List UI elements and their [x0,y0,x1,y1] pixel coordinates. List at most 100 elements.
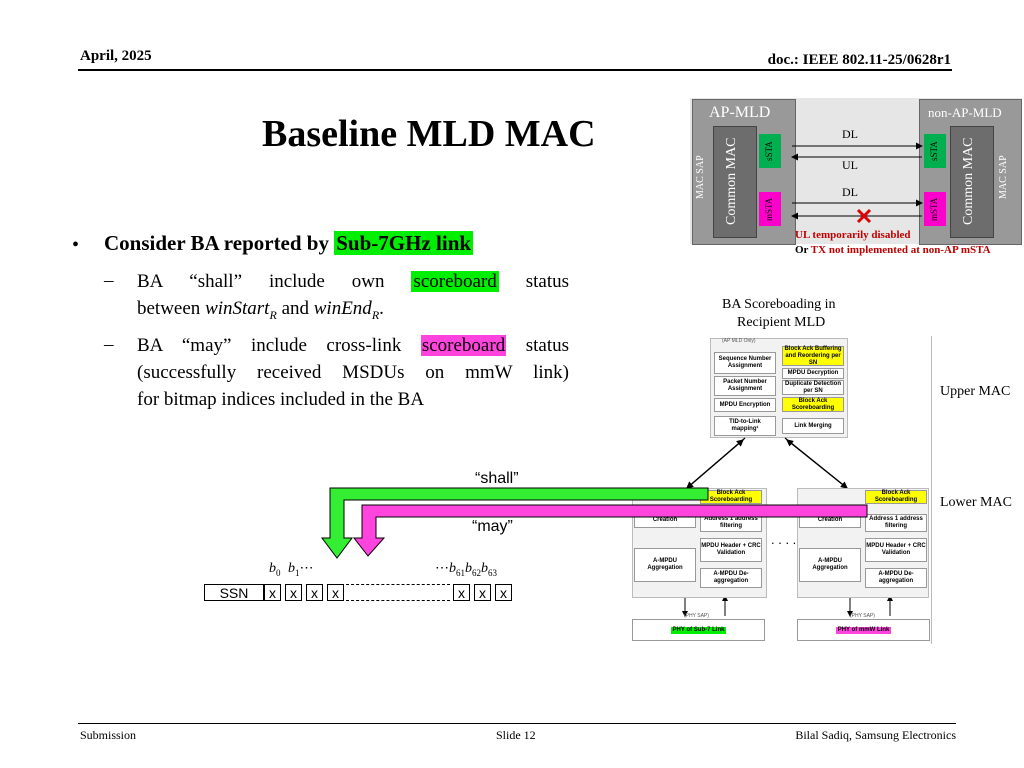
b63: b [481,561,488,576]
bitmap-dots-right: ⋯ [435,561,449,576]
phy-sap-label-2: (PHY SAP) [850,613,875,619]
ap-mld-title: AP-MLD [709,104,771,121]
upper-ba-scoreboarding-block: Block Ack Scoreboarding [782,397,844,412]
sub7-ampdu-aggregation-block: A-MPDU Aggregation [634,548,696,582]
phy-sap-label-1: (PHY SAP) [684,613,709,619]
sub2-text-b: status [506,335,569,356]
shall-label: “shall” [475,470,519,487]
ap-common-mac: Common MAC [713,126,757,238]
phy-mmw-block: PHY of mmW Link [797,619,930,641]
sub-bullet-2-line-1: BA “may” include cross-link scoreboard s… [137,332,569,359]
header-date: April, 2025 [80,48,152,64]
sub7-ba-scoreboarding-block: Block Ack Scoreboarding [700,490,762,504]
b1: b [288,561,295,576]
mld-link-arrows [791,142,923,224]
footer-slide-number: Slide 12 [496,728,536,742]
upper-mac-cut-label: (AP MLD Only) [722,338,756,344]
var-winstart-sub: R [269,307,277,322]
sub2-highlight: scoreboard [420,335,507,356]
scoreboarding-caption-2: Recipient MLD [737,315,826,330]
b63-sub: 63 [488,567,497,578]
sub1-and: and [276,298,314,319]
footer-rule [78,723,956,724]
bullet-highlight: Sub-7GHz link [334,231,474,255]
sub2-text-a: BA “may” include cross-link [137,335,421,356]
ul-disabled-note: UL temporarily disabled [795,229,911,241]
sub1-between: between [137,298,206,319]
bitmap-cell: x [285,584,302,601]
bitmap-dots-left: ⋯ [299,561,314,576]
sub1-highlight: scoreboard [411,271,499,292]
sub1-text-b: status [498,271,569,292]
bullet-prefix: Consider BA reported by [104,231,335,255]
var-winstart: winStart [205,298,270,319]
mmw-ampdu-aggregation-block: A-MPDU Aggregation [799,548,861,582]
mpdu-decryption-block: MPDU Decryption [782,368,844,379]
bitmap-cell: x [264,584,281,601]
bitmap-cell: x [306,584,323,601]
mpdu-encryption-block: MPDU Encryption [714,398,776,412]
upper-mac-label: Upper MAC [940,384,1011,399]
ssn-cell: SSN [204,584,264,601]
sub-bullet-dash: – [104,270,114,291]
footer-submission: Submission [80,728,137,742]
phy-sub7-label: PHY of Sub-7 Link [670,626,727,634]
sub-bullet-1-line-1: BA “shall” include own scoreboard status [137,268,569,295]
ap-mac-sap-label: MAC SAP [695,155,706,199]
seq-number-block: Sequence Number Assignment [714,352,776,374]
nonap-ssta-block: sSTA [924,134,946,168]
ellipsis-dots: . . . . [771,532,797,547]
link-merging-block: Link Merging [782,418,844,434]
mmw-ba-scoreboarding-block: Block Ack Scoreboarding [865,490,927,504]
nonap-ssta-label: sSTA [929,141,939,161]
ap-msta-block: mSTA [759,192,781,226]
duplicate-detection-block: Duplicate Detection per SN [782,380,844,395]
var-winend-sub: R [371,307,380,322]
note-or: Or [795,244,811,256]
tid-to-link-block: TID-to-Link mapping¹ [714,416,776,436]
ap-mld-box: AP-MLD MAC SAP Common MAC sSTA mSTA [692,99,796,245]
b1-sub: 1 [295,567,300,578]
ba-buffering-block: Block Ack Buffering and Reordering per S… [782,346,844,366]
nonap-mac-sap-label: MAC SAP [998,155,1009,199]
red-x-icon [856,208,872,224]
lower-mac-label: Lower MAC [940,495,1012,510]
bitmap-index-right: ⋯b61b62b63 [435,560,497,578]
sub1-text-a: BA “shall” include own [137,271,412,292]
dl-label-1: DL [842,127,858,141]
mmw-deagg-block: A-MPDU De-aggregation [865,568,927,588]
bullet-text: Consider BA reported by Sub-7GHz link [104,231,474,256]
header-doc-id: doc.: IEEE 802.11-25/0628r1 [767,52,951,68]
slide-title: Baseline MLD MAC [262,113,596,155]
b0: b [269,561,276,576]
mmw-addr-filter-block: Address 1 address filtering [865,514,927,532]
bitmap-cell: x [327,584,344,601]
b61: b [449,561,456,576]
sub-bullet-2-line-2: (successfully received MSDUs on mmW link… [137,362,569,383]
sub1-period: . [379,298,384,319]
bitmap-cell: x [495,584,512,601]
may-arrow [352,504,868,557]
bitmap-gap [346,584,450,601]
bitmap-cell: x [453,584,470,601]
phy-sub7-block: PHY of Sub-7 Link [632,619,765,641]
scoreboarding-caption-1: BA Scoreboading in [722,297,836,312]
ap-ssta-block: sSTA [759,134,781,168]
sub-bullet-dash: – [104,334,114,355]
footer-author: Bilal Sadiq, Samsung Electronics [795,728,956,742]
b62: b [465,561,472,576]
b62-sub: 62 [472,567,481,578]
bitmap-cell: x [474,584,491,601]
sub7-deagg-block: A-MPDU De-aggregation [700,568,762,588]
header-rule [78,69,952,71]
nonap-mld-title: non-AP-MLD [928,105,1002,120]
nonap-common-mac: Common MAC [950,126,994,238]
sub-bullet-1-line-2: between winStartR and winEndR. [137,295,384,329]
bullet-marker: • [72,234,80,256]
nonap-msta-label: mSTA [929,197,939,221]
var-winend: winEnd [313,298,372,319]
nonap-msta-block: mSTA [924,192,946,226]
nonap-common-mac-label: Common MAC [961,137,976,225]
ul-label: UL [842,158,858,172]
b0-sub: 0 [276,567,281,578]
